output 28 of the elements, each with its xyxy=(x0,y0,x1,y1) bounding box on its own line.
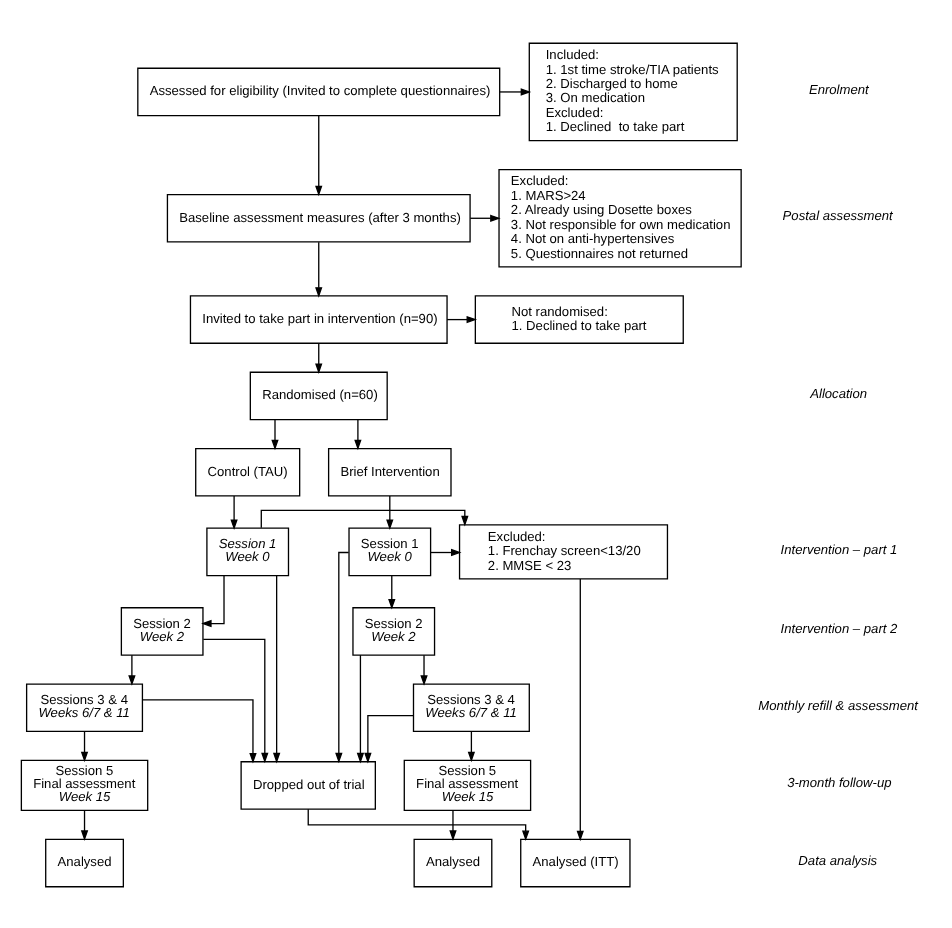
arrow xyxy=(230,494,238,529)
arrow xyxy=(272,574,281,763)
arrow xyxy=(335,550,350,763)
arrow xyxy=(128,653,136,685)
arrow xyxy=(430,547,462,556)
arrow xyxy=(80,729,89,762)
arrow xyxy=(315,114,323,196)
arrow xyxy=(469,213,501,221)
arrow xyxy=(315,240,323,297)
arrow xyxy=(364,714,414,763)
arrow xyxy=(499,87,532,95)
arrow xyxy=(315,341,323,373)
arrow xyxy=(449,809,457,840)
arrow xyxy=(80,809,89,840)
arrow xyxy=(467,729,476,762)
arrow xyxy=(356,653,365,763)
arrow xyxy=(388,574,396,609)
arrow xyxy=(576,577,584,841)
arrow xyxy=(201,574,225,627)
arrow xyxy=(354,417,362,450)
arrow xyxy=(420,653,428,685)
arrow xyxy=(271,417,279,450)
arrow xyxy=(202,637,269,763)
arrow xyxy=(446,314,478,323)
arrow xyxy=(141,698,257,763)
arrow xyxy=(386,494,394,529)
arrow xyxy=(307,807,530,841)
arrow xyxy=(260,508,469,528)
